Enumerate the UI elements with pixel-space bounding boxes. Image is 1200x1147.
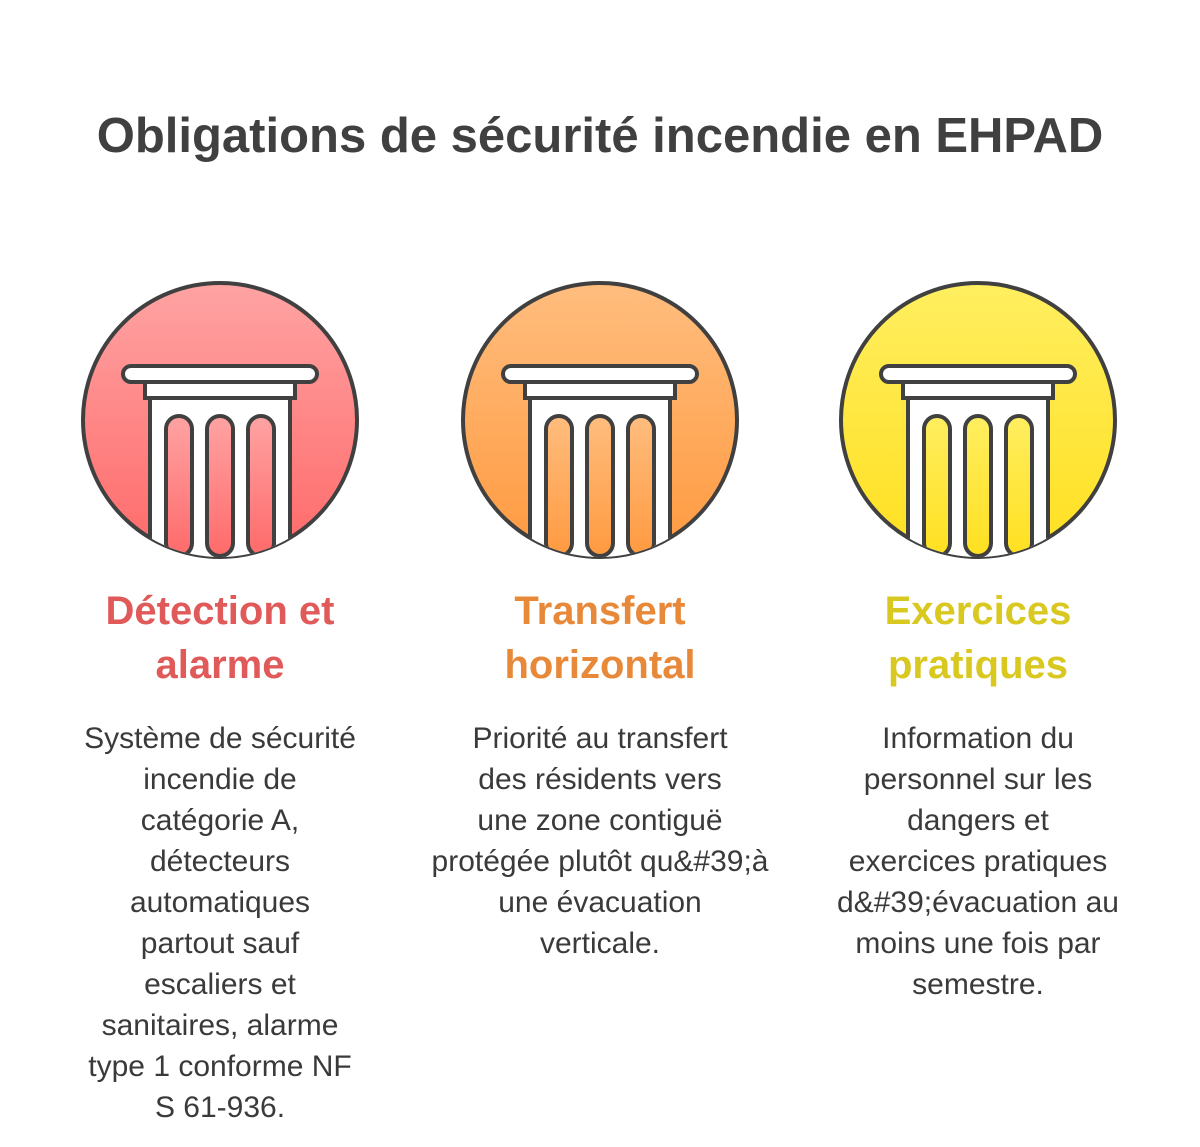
text-line: exercices pratiques (848, 845, 1108, 878)
text-line: protégée plutôt qu&#39;à (431, 845, 769, 878)
text-line: d&#39;évacuation au (837, 886, 1119, 919)
pillar-heading: Exercices pratiques (828, 584, 1128, 692)
pillar-description: Priorité au transfert des résidents vers… (420, 718, 780, 964)
pillar-column-icon (81, 281, 359, 559)
heading-line: pratiques (887, 643, 1069, 687)
text-line: type 1 conforme NF (88, 1050, 352, 1083)
text-line: partout sauf (140, 927, 300, 960)
heading-line: horizontal (504, 643, 696, 687)
text-line: Information du (882, 722, 1074, 755)
pillar-description: Information du personnel sur les dangers… (798, 718, 1158, 1005)
heading-line: Détection et (105, 589, 335, 633)
pillar-column-icon (461, 281, 739, 559)
text-line: dangers et (907, 804, 1049, 837)
text-line: verticale. (539, 927, 661, 960)
pillar-description: Système de sécurité incendie de catégori… (40, 718, 400, 1128)
text-line: une zone contiguë (477, 804, 723, 837)
text-line: sanitaires, alarme (101, 1009, 339, 1042)
text-line: escaliers et (144, 968, 296, 1001)
text-line: catégorie A, (140, 804, 300, 837)
text-line: automatiques (129, 886, 311, 919)
pillar-transfert-horizontal: Transfert horizontal Priorité au transfe… (400, 0, 800, 1147)
text-line: Priorité au transfert (472, 722, 728, 755)
text-line: incendie de (143, 763, 297, 796)
text-line: S 61-936. (154, 1091, 286, 1124)
heading-line: Exercices (884, 589, 1072, 633)
text-line: personnel sur les (863, 763, 1093, 796)
heading-line: Transfert (514, 589, 686, 633)
heading-line: alarme (155, 643, 285, 687)
text-line: des résidents vers (478, 763, 722, 796)
text-line: moins une fois par (855, 927, 1101, 960)
page-title: Obligations de sécurité incendie en EHPA… (96, 109, 1104, 163)
pillar-detection-alarme: Détection et alarme Système de sécurité … (20, 0, 420, 1147)
text-line: détecteurs (149, 845, 291, 878)
pillar-exercices-pratiques: Exercices pratiques Information du perso… (780, 0, 1180, 1147)
pillar-heading: Transfert horizontal (450, 584, 750, 692)
pillar-heading: Détection et alarme (70, 584, 370, 692)
text-line: Système de sécurité (84, 722, 356, 755)
pillar-column-icon (839, 281, 1117, 559)
text-line: une évacuation (498, 886, 702, 919)
text-line: semestre. (912, 968, 1044, 1001)
